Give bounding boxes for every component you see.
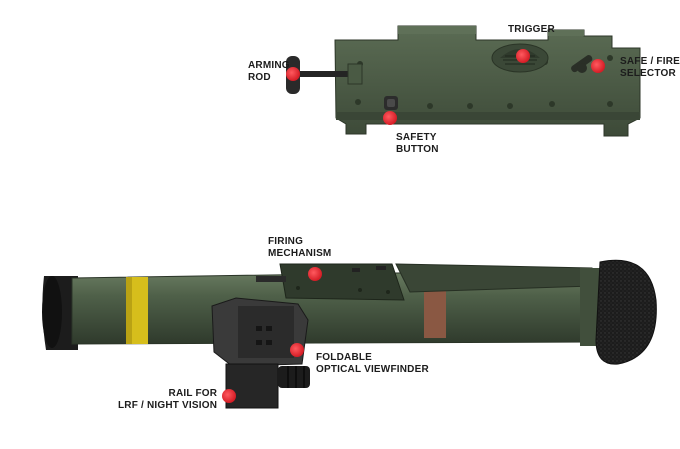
- safety-button-marker[interactable]: [383, 111, 397, 125]
- safe-fire-selector-label: SAFE / FIRE SELECTOR: [620, 56, 680, 79]
- launch-tube-assembly: [42, 259, 657, 409]
- rail-for-lrf-night-vision-marker[interactable]: [222, 389, 236, 403]
- arming-rod-label: ARMING ROD: [248, 60, 290, 83]
- trigger-assembly: [286, 25, 641, 137]
- markers: [222, 49, 605, 403]
- trigger-marker[interactable]: [516, 49, 530, 63]
- firing-mechanism-label: FIRING MECHANISM: [268, 236, 332, 259]
- firing-mechanism-marker[interactable]: [308, 267, 322, 281]
- arming-rod-marker[interactable]: [286, 67, 300, 81]
- safety-button-label: SAFETY BUTTON: [396, 132, 439, 155]
- trigger-label: TRIGGER: [508, 24, 555, 35]
- rail-for-lrf-night-vision-label: RAIL FOR LRF / NIGHT VISION: [118, 388, 218, 411]
- foldable-optical-viewfinder-marker[interactable]: [290, 343, 304, 357]
- safe-fire-selector-marker[interactable]: [591, 59, 605, 73]
- foldable-optical-viewfinder-label: FOLDABLE OPTICAL VIEWFINDER: [316, 352, 429, 375]
